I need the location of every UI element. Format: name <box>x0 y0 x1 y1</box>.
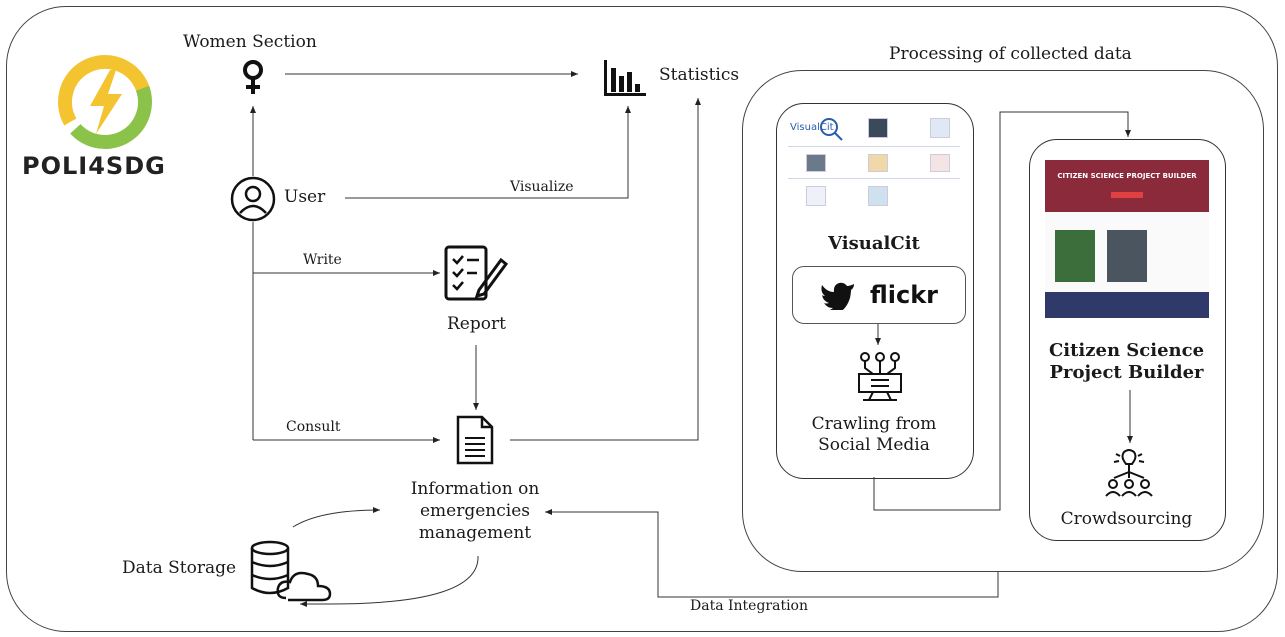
report-label: Report <box>447 314 506 334</box>
crawling-label: Crawling from Social Media <box>776 414 972 456</box>
builder-banner: CITIZEN SCIENCE PROJECT BUILDER <box>1045 160 1209 212</box>
project-card <box>1055 230 1095 282</box>
builder-screenshot: CITIZEN SCIENCE PROJECT BUILDER <box>1045 150 1209 318</box>
information-line-2: emergencies <box>419 501 530 521</box>
magnifier-icon <box>820 118 843 141</box>
thumbnail <box>806 186 826 206</box>
divider <box>788 178 960 179</box>
twitter-bird-icon <box>821 282 854 310</box>
visualcit-title: VisualCit <box>828 233 920 254</box>
crawling-line-1: Crawling from <box>811 414 937 434</box>
lightning-leaf-icon <box>57 55 152 149</box>
processing-container <box>742 70 1264 572</box>
user-label: User <box>284 187 326 207</box>
edge-visualize <box>345 106 631 199</box>
crawling-line-2: Social Media <box>818 435 930 455</box>
builder-title-line-2: Project Builder <box>1049 362 1204 383</box>
information-line-3: management <box>418 523 532 543</box>
builder-title-line-1: Citizen Science <box>1048 340 1205 361</box>
data-storage-label: Data Storage <box>122 558 237 578</box>
visualcit-logo-text: VisualCit <box>790 122 834 133</box>
edge-storage-to-info <box>292 507 381 528</box>
visualcit-screenshot: VisualCit <box>788 112 960 216</box>
document-icon <box>456 415 494 465</box>
female-symbol-icon <box>243 60 263 94</box>
thumbnail <box>868 186 888 206</box>
report-edit-icon <box>444 245 509 301</box>
bar-chart-icon <box>604 60 646 96</box>
women-section-label: Women Section <box>183 32 317 52</box>
thumbnail <box>868 118 888 138</box>
crowdsourcing-label: Crowdsourcing <box>1060 509 1193 529</box>
crowd-idea-icon <box>1105 449 1153 497</box>
banner-button <box>1111 192 1143 198</box>
edge-info-statistics <box>510 98 701 441</box>
builder-footer <box>1045 292 1209 318</box>
thumbnail <box>930 118 950 138</box>
thumbnail <box>868 154 888 172</box>
flickr-text: flickr <box>869 281 939 309</box>
data-integration-label: Data Integration <box>690 598 809 614</box>
project-card <box>1107 230 1147 282</box>
user-icon <box>230 176 276 222</box>
banner-text: CITIZEN SCIENCE PROJECT BUILDER <box>1057 172 1197 180</box>
database-cloud-icon <box>250 540 332 602</box>
edge-info-to-storage <box>300 555 479 607</box>
divider <box>788 146 960 147</box>
builder-title: Citizen Science Project Builder <box>1029 340 1224 384</box>
consult-label: Consult <box>286 419 341 435</box>
statistics-label: Statistics <box>659 65 740 85</box>
logo-text: POLI4SDG <box>22 152 166 180</box>
information-line-1: Information on <box>410 479 540 499</box>
network-crawl-icon <box>858 352 902 401</box>
information-label: Information on emergencies management <box>395 478 555 544</box>
visualize-label: Visualize <box>510 179 574 195</box>
processing-title: Processing of collected data <box>889 44 1132 64</box>
thumbnail <box>930 154 950 172</box>
edge-visualcit-builder <box>873 111 1131 511</box>
social-media-box: flickr <box>792 266 966 324</box>
thumbnail <box>806 154 826 172</box>
poli4sdg-logo: POLI4SDG <box>22 50 176 190</box>
edge-data-integration <box>545 509 999 598</box>
outer-frame <box>6 6 1278 632</box>
write-label: Write <box>303 252 342 268</box>
